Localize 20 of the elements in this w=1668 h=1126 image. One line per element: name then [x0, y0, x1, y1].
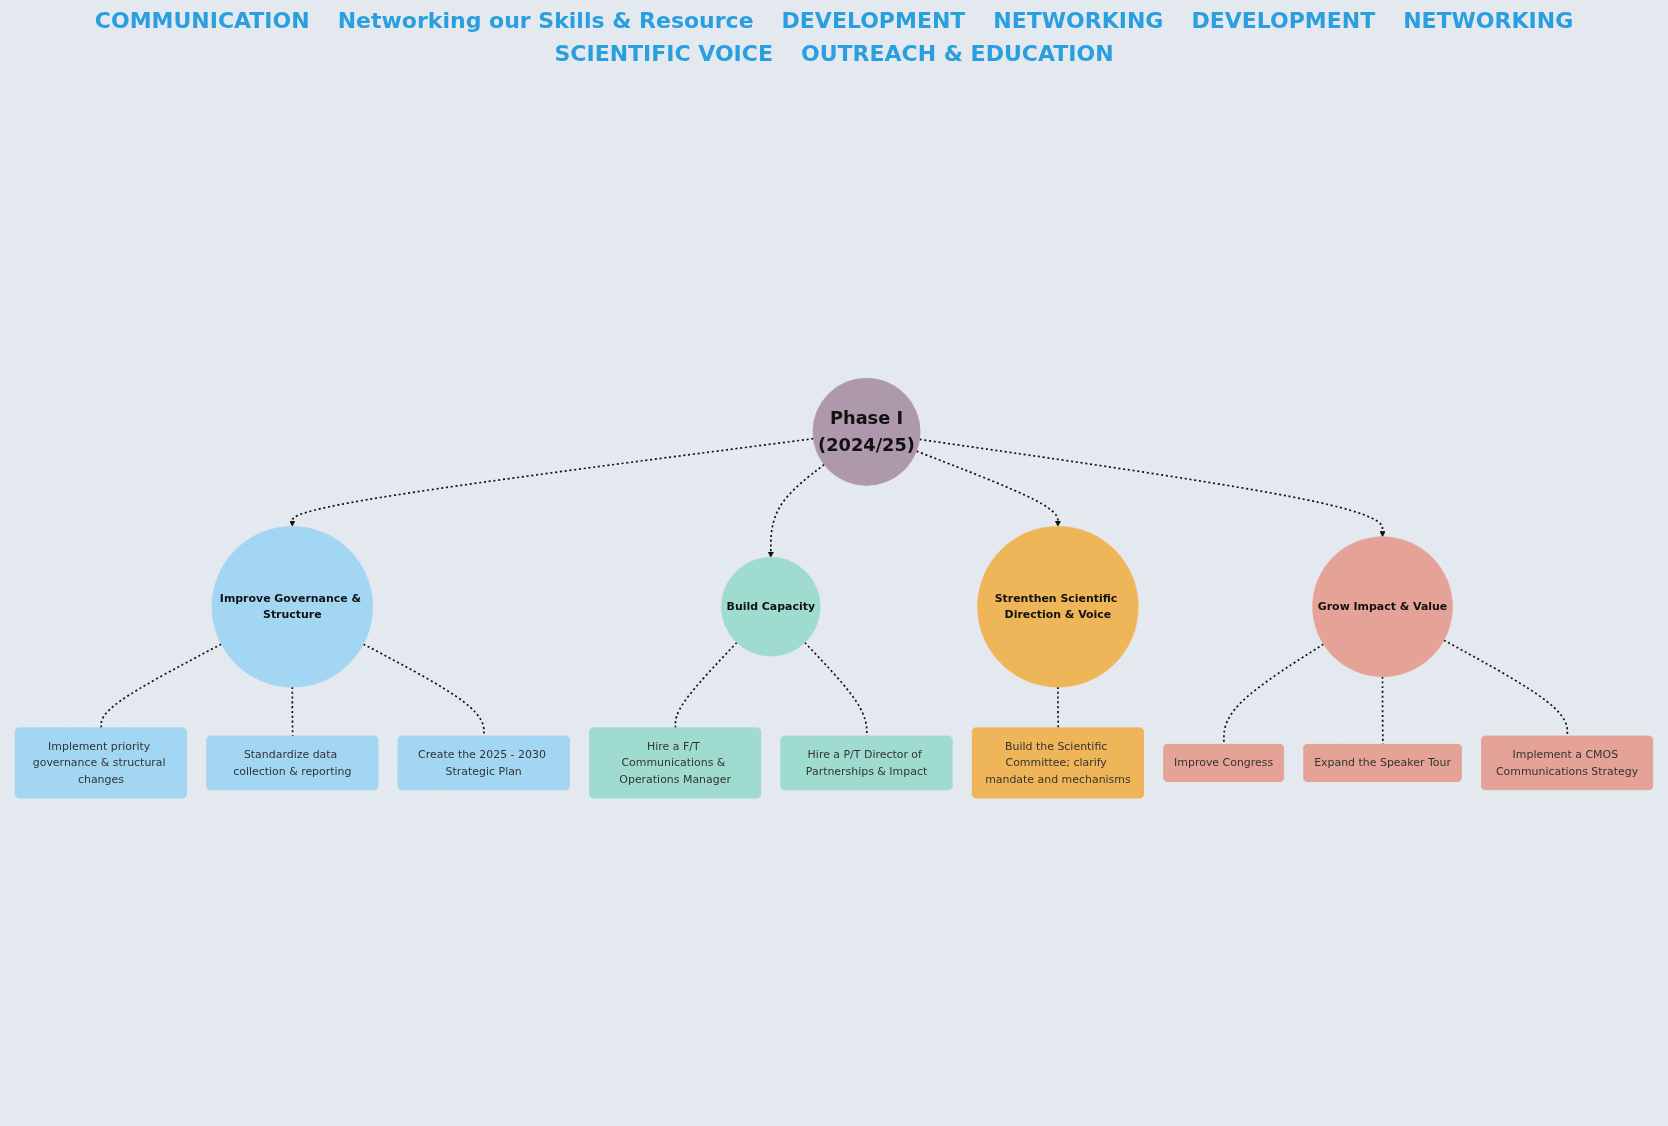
section-label: DEVELOPMENT [781, 8, 966, 33]
section-label: NETWORKING [993, 8, 1164, 33]
connector [1057, 686, 1060, 730]
arrow [289, 437, 815, 527]
node-circle: Strenthen Scientific Direction & Voice [977, 526, 1139, 688]
section-label: Networking our Skills & Resource [337, 8, 754, 33]
node-circle: Improve Governance & Structure [211, 526, 373, 688]
arrow [767, 463, 825, 558]
section-label: SCIENTIFIC VOICE [554, 41, 773, 66]
node-circle: Build Capacity [721, 557, 821, 657]
section-label: COMMUNICATION [94, 8, 310, 33]
node-circle: Grow Impact & Value [1312, 536, 1453, 677]
arrow [915, 450, 1061, 527]
section-label: NETWORKING [1403, 8, 1574, 33]
section-label: DEVELOPMENT [1191, 8, 1376, 33]
arrow [918, 438, 1386, 538]
connector [100, 643, 223, 730]
section-label: OUTREACH & EDUCATION [801, 41, 1114, 66]
connector [674, 641, 738, 730]
node-circle: Phase I (2024/25) [812, 377, 921, 486]
